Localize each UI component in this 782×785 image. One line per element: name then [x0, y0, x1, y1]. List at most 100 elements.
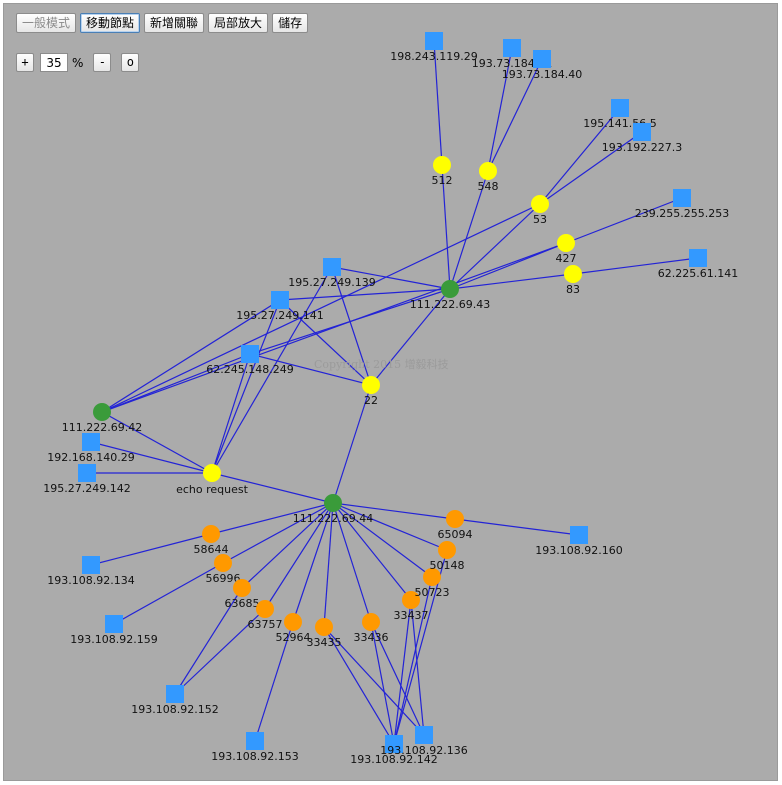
edge-h9-secho [211, 299, 281, 474]
node-s548[interactable]: 548 [478, 162, 499, 193]
port-circle-icon [284, 613, 302, 631]
node-p33435[interactable]: 33435 [307, 618, 342, 649]
node-p58644[interactable]: 58644 [194, 525, 229, 556]
node-label: 193.192.227.3 [602, 141, 682, 154]
edge-s548-g1 [449, 170, 489, 290]
edge-p33437-h18 [393, 599, 412, 745]
edge-h7-s83 [572, 257, 699, 275]
edge-s512-g1 [441, 164, 451, 290]
network-graph[interactable]: 198.243.119.29193.73.184.41193.73.184.40… [4, 4, 778, 781]
host-square-icon [533, 50, 551, 68]
node-h3[interactable]: 193.73.184.40 [502, 50, 582, 81]
edge-p33436-h18 [370, 621, 395, 745]
node-h12[interactable]: 195.27.249.142 [43, 464, 131, 495]
node-p52964[interactable]: 52964 [276, 613, 311, 644]
zoom-percent-input[interactable] [40, 53, 68, 72]
node-g3[interactable]: 111.222.69.44 [293, 494, 373, 525]
node-label: 52964 [276, 631, 311, 644]
node-h15[interactable]: 193.108.92.159 [70, 615, 158, 646]
node-p63757[interactable]: 63757 [248, 600, 283, 631]
edge-g3-p58644 [210, 502, 334, 535]
node-h13[interactable]: 193.108.92.160 [535, 526, 623, 557]
zoom-out-button[interactable]: - [93, 53, 112, 72]
save-button[interactable]: 儲存 [272, 13, 309, 33]
node-h5[interactable]: 193.192.227.3 [602, 123, 682, 154]
add-link-button[interactable]: 新增關聯 [144, 13, 205, 33]
node-label: 193.108.92.142 [350, 753, 437, 766]
node-h17[interactable]: 193.108.92.153 [211, 732, 299, 763]
host-square-icon [570, 526, 588, 544]
node-p33436[interactable]: 33436 [354, 613, 389, 644]
node-s427[interactable]: 427 [556, 234, 577, 265]
edge-g2-h9 [101, 299, 281, 413]
local-zoom-button[interactable]: 局部放大 [208, 13, 269, 33]
zoom-in-button[interactable]: + [16, 53, 34, 72]
move-node-button[interactable]: 移動節點 [80, 13, 141, 33]
host-square-icon [611, 99, 629, 117]
general-mode-button[interactable]: 一般模式 [16, 13, 77, 33]
node-h10[interactable]: 62.245.148.249 [206, 345, 294, 376]
edge-p58644-h14 [90, 533, 212, 566]
edge-g3-p52964 [292, 502, 334, 623]
edge-h10-secho [211, 353, 251, 474]
edge-p33435-h19 [323, 626, 425, 736]
node-label: 195.27.249.139 [288, 276, 375, 289]
host-square-icon [503, 39, 521, 57]
node-p63685[interactable]: 63685 [225, 579, 260, 610]
node-h14[interactable]: 193.108.92.134 [47, 556, 135, 587]
service-circle-icon [203, 464, 221, 482]
edge-g2-s427 [101, 242, 567, 413]
node-label: 548 [478, 180, 499, 193]
port-circle-icon [315, 618, 333, 636]
edge-g3-p65094 [332, 502, 456, 520]
edge-h10-s22 [249, 353, 372, 386]
node-h9[interactable]: 195.27.249.141 [236, 291, 324, 322]
edge-g1-h9 [279, 288, 451, 301]
node-p65094[interactable]: 65094 [438, 510, 473, 541]
service-circle-icon [564, 265, 582, 283]
node-label: 193.73.184.40 [502, 68, 582, 81]
edge-p33436-h19 [370, 621, 425, 736]
node-h2[interactable]: 193.73.184.41 [472, 39, 552, 70]
host-square-icon [425, 32, 443, 50]
node-label: 111.222.69.42 [62, 421, 142, 434]
node-h11[interactable]: 192.168.140.29 [47, 433, 135, 464]
node-label: 195.27.249.142 [43, 482, 130, 495]
port-circle-icon [233, 579, 251, 597]
node-h19[interactable]: 193.108.92.136 [380, 726, 468, 757]
port-circle-icon [362, 613, 380, 631]
edge-p33435-h18 [323, 626, 395, 745]
node-p50148[interactable]: 50148 [430, 541, 465, 572]
node-p56996[interactable]: 56996 [206, 554, 241, 585]
node-s53[interactable]: 53 [531, 195, 549, 226]
node-h1[interactable]: 198.243.119.29 [390, 32, 478, 63]
node-s22[interactable]: 22 [362, 376, 380, 407]
mode-toolbar: 一般模式 移動節點 新增關聯 局部放大 儲存 [16, 13, 309, 33]
node-secho[interactable]: echo request [176, 464, 249, 496]
zoom-unit-label: % [72, 55, 84, 70]
edge-h2-s548 [487, 47, 513, 172]
edge-p63757-h16 [174, 608, 266, 695]
node-label: 239.255.255.253 [635, 207, 729, 220]
host-square-icon [415, 726, 433, 744]
node-g2[interactable]: 111.222.69.42 [62, 403, 142, 434]
node-s512[interactable]: 512 [432, 156, 453, 187]
edge-g3-p63757 [264, 502, 334, 610]
node-label: 427 [556, 252, 577, 265]
node-g1[interactable]: 111.222.69.43 [410, 280, 490, 311]
node-h16[interactable]: 193.108.92.152 [131, 685, 219, 716]
service-circle-icon [433, 156, 451, 174]
node-p50723[interactable]: 50723 [415, 568, 450, 599]
node-p33437[interactable]: 33437 [394, 591, 429, 622]
port-circle-icon [402, 591, 420, 609]
node-s83[interactable]: 83 [564, 265, 582, 296]
node-label: 193.108.92.136 [380, 744, 467, 757]
node-h7[interactable]: 62.225.61.141 [658, 249, 738, 280]
node-h6[interactable]: 239.255.255.253 [635, 189, 729, 220]
node-h18[interactable]: 193.108.92.142 [350, 735, 438, 766]
node-label: 63757 [248, 618, 283, 631]
edge-g3-p33435 [323, 502, 334, 628]
node-h8[interactable]: 195.27.249.139 [288, 258, 376, 289]
zoom-reset-button[interactable]: o [121, 53, 140, 72]
